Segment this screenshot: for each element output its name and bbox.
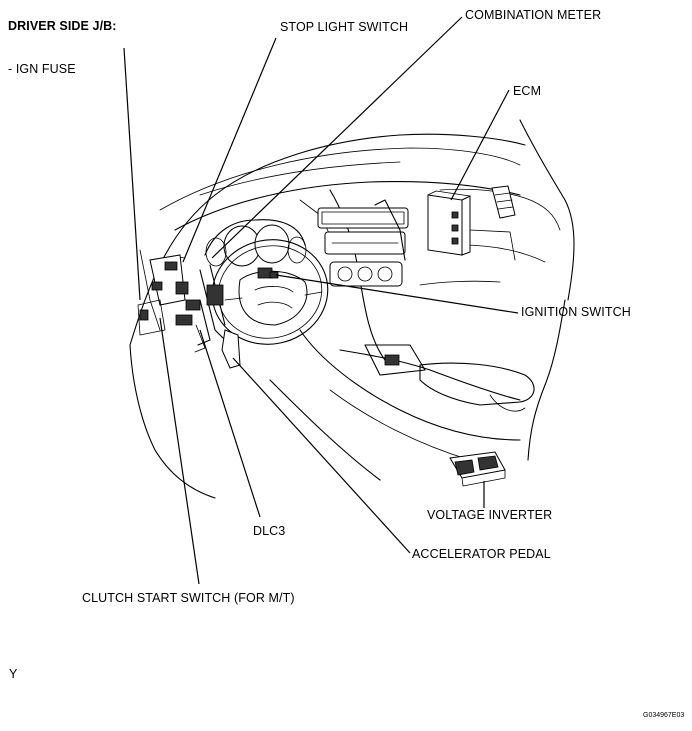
leader-dlc3: [199, 329, 261, 518]
leader-stop-light-switch: [182, 37, 277, 263]
label-driver-side-jb: DRIVER SIDE J/B:: [8, 19, 117, 33]
label-stop-light-switch: STOP LIGHT SWITCH: [280, 20, 409, 34]
leader-ignition-switch: [275, 274, 519, 314]
label-combination-meter: COMBINATION METER: [465, 8, 602, 22]
leader-driver-side-jb: [123, 47, 141, 301]
leader-combination-meter: [211, 16, 463, 259]
steering-wheel: [211, 239, 329, 345]
label-ign-fuse: - IGN FUSE: [8, 62, 76, 76]
figure-code: G034967E03: [643, 712, 685, 719]
ignition-switch-part: [257, 267, 279, 279]
leader-ecm: [450, 89, 510, 201]
driver-side-junction-block: [137, 254, 201, 336]
voltage-inverter-part: [449, 451, 506, 487]
dashboard-outline: [129, 119, 575, 499]
center-console: [317, 199, 535, 412]
column-and-pedals: [194, 264, 241, 369]
label-clutch-start-switch: CLUTCH START SWITCH (FOR M/T): [82, 591, 295, 605]
leader-lines: [123, 16, 519, 585]
leader-clutch-start-switch: [159, 317, 200, 585]
leader-accelerator-pedal: [232, 357, 411, 554]
corner-mark: Y: [9, 667, 18, 681]
label-dlc3: DLC3: [253, 524, 286, 538]
label-accelerator-pedal: ACCELERATOR PEDAL: [412, 547, 551, 561]
label-voltage-inverter: VOLTAGE INVERTER: [427, 508, 553, 522]
label-ecm: ECM: [513, 84, 542, 98]
ecm-module: [427, 185, 516, 261]
label-ignition-switch: IGNITION SWITCH: [521, 305, 631, 319]
